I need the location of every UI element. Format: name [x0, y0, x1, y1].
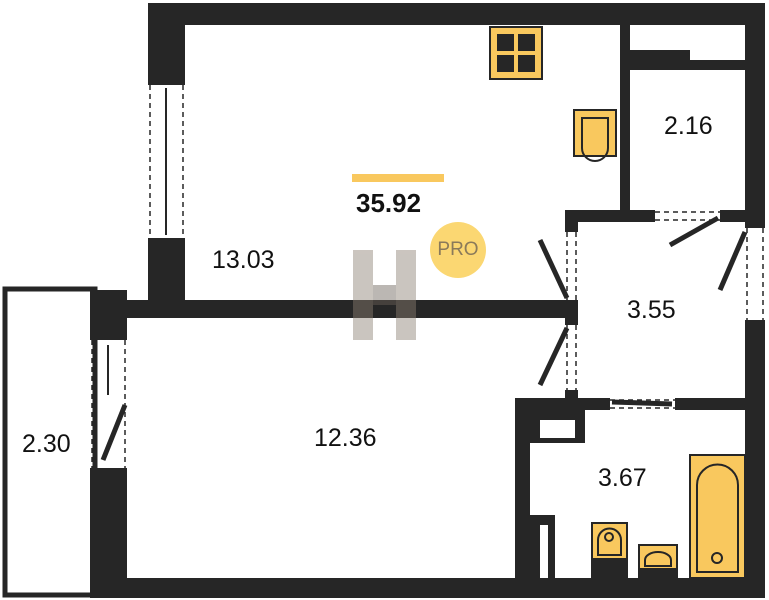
- bathtub-icon: [689, 454, 746, 579]
- kitchen-sink-icon: [573, 109, 617, 157]
- total-area: 35.92: [356, 188, 422, 218]
- balcony-outline: [2, 286, 98, 598]
- room-area-bathroom: 3.67: [598, 464, 647, 492]
- pro-badge: PRO: [430, 222, 486, 278]
- room-area-hallway: 3.55: [627, 296, 676, 324]
- room-area-balcony: 2.30: [22, 430, 71, 458]
- windows: [91, 85, 764, 468]
- room-area-bedroom: 12.36: [314, 424, 377, 452]
- room-area-storage: 2.16: [664, 112, 713, 140]
- watermark-logo: [353, 250, 416, 340]
- doors: [100, 215, 748, 461]
- window-sashes: [107, 88, 167, 395]
- total-area-bar: [352, 174, 444, 182]
- room-area-kitchen: 13.03: [212, 246, 275, 274]
